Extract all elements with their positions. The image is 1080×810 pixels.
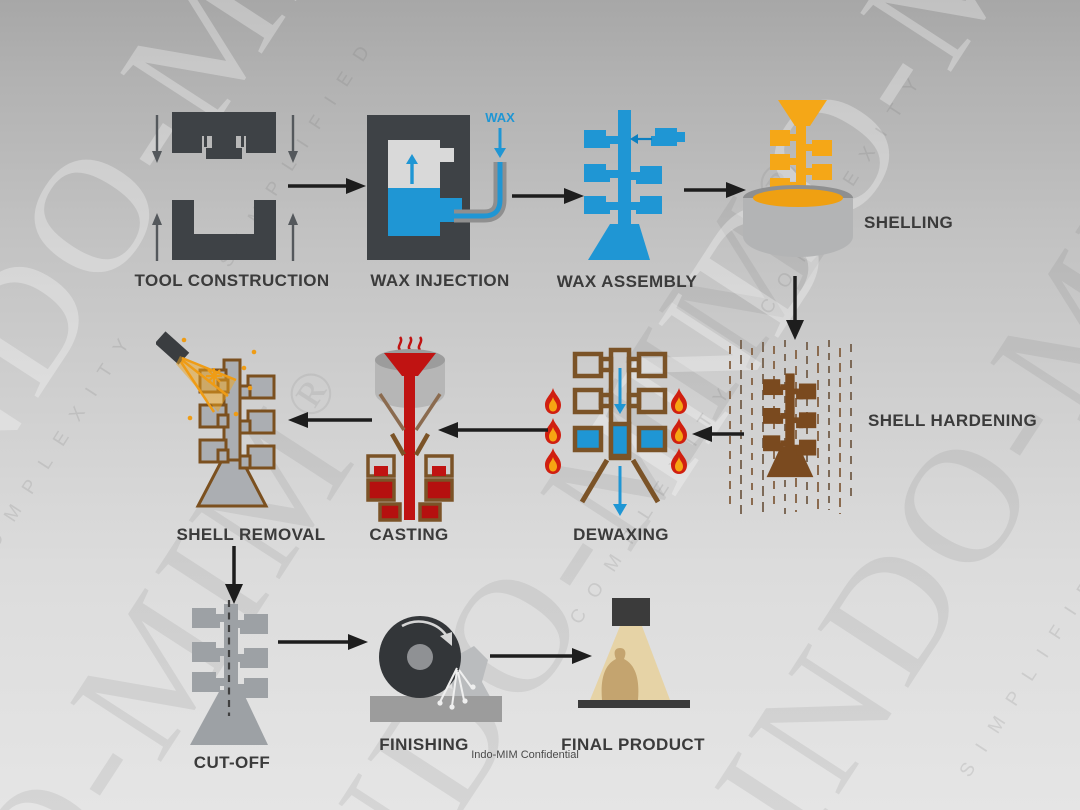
label-cut-off: CUT-OFF (193, 753, 271, 772)
label-dewaxing: DEWAXING (573, 525, 669, 544)
watermark-tagline: COMPLEXITY (0, 321, 144, 579)
slurry-tub-body (743, 198, 853, 257)
wax-drain-arrows (613, 368, 627, 516)
display-shelf (578, 700, 690, 708)
wax-assembly-icon (584, 110, 685, 260)
arrow-finishing-to-final (490, 648, 592, 664)
casting-icon (366, 336, 454, 522)
melting-wax (572, 421, 668, 459)
arrow-dewaxing-to-casting (438, 422, 548, 438)
rotation-arrow (401, 620, 452, 646)
attach-arrow (630, 134, 652, 144)
mold-filling (366, 454, 454, 522)
label-shell-removal: SHELL REMOVAL (176, 525, 326, 544)
arrow-shelling-to-hardening (786, 276, 804, 340)
sparks (206, 368, 222, 384)
arrow-removal-to-cutoff (225, 546, 243, 604)
flames-left (545, 388, 561, 474)
shelled-tree (762, 373, 817, 478)
wax-callout-label: WAX (485, 110, 515, 125)
drying-air-lines (729, 340, 852, 516)
wax-part (629, 166, 662, 184)
pour-cup (390, 432, 430, 457)
step-dewaxing (538, 346, 696, 524)
sprue-filled (404, 454, 415, 520)
label-wax-injection: WAX INJECTION (370, 271, 510, 290)
wheel-hub (407, 644, 433, 670)
arrow-hardening-to-dewaxing (692, 426, 744, 442)
heat-waves (397, 336, 423, 351)
step-cut-off (170, 598, 292, 750)
cut-off-icon (190, 600, 268, 745)
step-shelling (740, 96, 862, 262)
label-shell-hardening: SHELL HARDENING (868, 411, 1038, 430)
flame-icon (671, 388, 687, 414)
grinding-sparks (439, 667, 473, 707)
step-shell-removal (156, 328, 338, 540)
spotlight-lamp (612, 598, 650, 626)
confidential-note: Indo-MIM Confidential (471, 749, 579, 761)
press-arrows (152, 115, 298, 261)
label-wax-assembly: WAX ASSEMBLY (556, 272, 698, 291)
cast-tree-gray (190, 604, 268, 745)
finishing-icon (370, 616, 502, 722)
molten-metal-pour (384, 353, 436, 456)
upper-die (172, 112, 276, 159)
arrow-tool-to-injection (288, 178, 366, 194)
label-shelling: SHELLING (864, 213, 954, 232)
flame-icon (671, 418, 687, 444)
arrow-casting-to-removal (288, 412, 372, 428)
slurry-surface (753, 189, 843, 207)
step-finishing (360, 610, 512, 726)
label-tool-construction: TOOL CONSTRUCTION (134, 271, 330, 290)
wax-part (584, 130, 620, 148)
step-final-product (570, 594, 702, 712)
wax-injection-icon: WAX (367, 110, 515, 260)
label-final-product: FINAL PRODUCT (561, 735, 705, 754)
wax-part (629, 196, 662, 214)
label-casting: CASTING (369, 525, 449, 544)
wax-tree (584, 110, 685, 260)
shell-hardening-icon (729, 340, 852, 516)
grinder-base (370, 696, 502, 722)
shell-removal-icon (156, 331, 276, 508)
arrow-assembly-to-shelling (684, 182, 746, 198)
lower-die (172, 200, 276, 260)
flame-icon (671, 448, 687, 474)
finished-part (601, 648, 639, 700)
wax-part (584, 196, 620, 214)
flame-icon (545, 448, 561, 474)
step-wax-assembly (578, 106, 708, 264)
flame-icon (545, 388, 561, 414)
final-product-icon (578, 598, 690, 708)
flame-icon (545, 418, 561, 444)
wax-part (584, 164, 620, 182)
mold-cavity (388, 140, 454, 190)
label-finishing: FINISHING (379, 735, 469, 754)
blast-spray (176, 337, 257, 421)
step-shell-hardening (724, 336, 856, 520)
injection-pipe-wax (454, 162, 503, 219)
arrow-cutoff-to-finishing (278, 634, 368, 650)
tongs (378, 393, 442, 431)
wax-part-detached (651, 128, 685, 146)
step-tool-construction (150, 112, 300, 264)
arrow-injection-to-assembly (512, 188, 584, 204)
tool-construction-icon (152, 112, 298, 261)
dewaxing-icon (545, 347, 687, 516)
wax-callout-arrow (494, 128, 506, 158)
shelling-icon (743, 100, 853, 257)
step-casting (360, 334, 476, 526)
wax-level-arrow (406, 154, 418, 184)
flames-right (671, 388, 687, 474)
step-wax-injection: WAX (366, 104, 524, 266)
watermark-tagline: SIMPLIFIED (955, 538, 1080, 782)
